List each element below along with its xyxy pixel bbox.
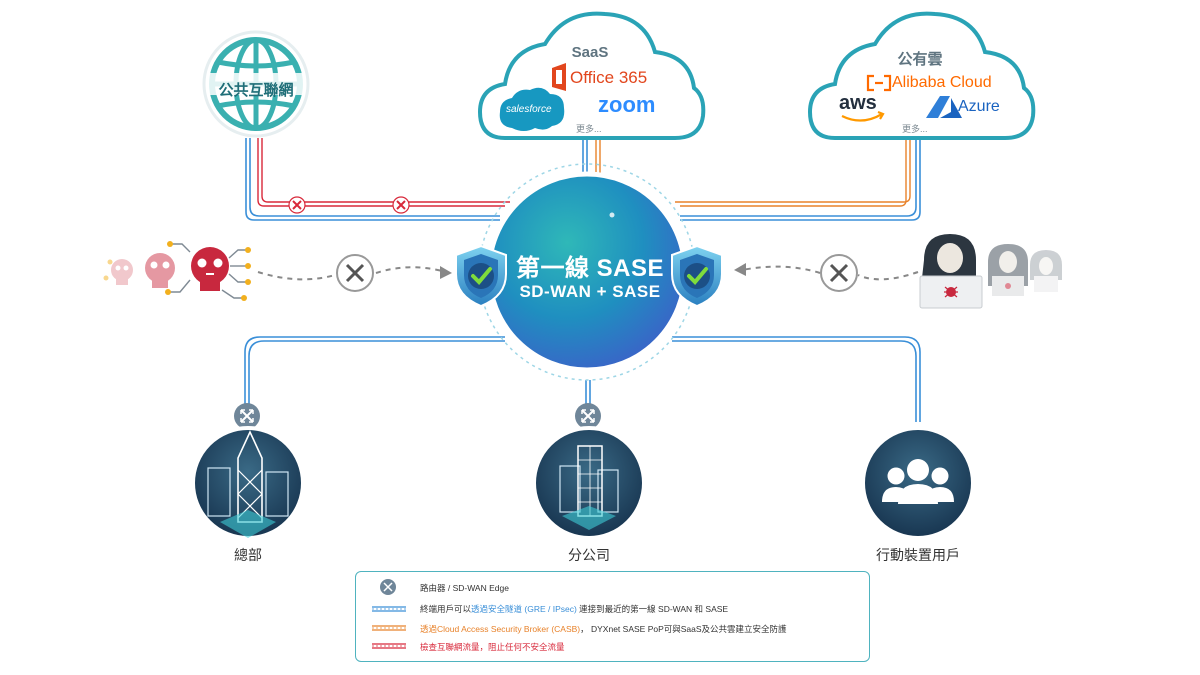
aws-smile-icon [841, 110, 885, 122]
sase-title: 第一線 SASE [515, 255, 665, 282]
globe-icon [202, 30, 310, 138]
block-icon [336, 254, 374, 292]
skull-icon [145, 253, 175, 288]
azure-label: Azure [958, 98, 1000, 115]
legend-blue-highlight: 透過安全隧道 (GRE / IPsec) [471, 604, 577, 614]
branch-label: 分公司 [568, 547, 610, 563]
hacker-icon [1030, 250, 1062, 292]
shield-check-icon [455, 244, 507, 308]
legend-orange-highlight: 透過Cloud Access Security Broker (CASB) [420, 624, 581, 634]
arrow-head-icon [440, 266, 452, 279]
branch-node [532, 426, 646, 540]
legend-blue-line [372, 606, 406, 612]
block-marker [392, 196, 410, 214]
public-cloud [807, 11, 1036, 140]
mobile-users-node [861, 426, 975, 540]
legend-orange-post: ， DYXnet SASE PoP可與SaaS及公共雲建立安全防護 [580, 624, 787, 634]
public-cloud-title: 公有雲 [897, 51, 943, 68]
block-icon [820, 254, 858, 292]
skull-icon [111, 259, 133, 285]
threat-arrow-left [257, 266, 447, 281]
legend-red-text: 檢查互聯網流量，阻止任何不安全流量 [420, 642, 565, 652]
saas-more: 更多... [576, 124, 602, 134]
aws-label: aws [839, 92, 877, 114]
router-icon [575, 403, 601, 429]
legend-router-text: 路由器 / SD-WAN Edge [420, 583, 509, 593]
office365-label: Office 365 [570, 68, 648, 87]
tunnel-lines-blue [244, 138, 921, 422]
alibaba-label: Alibaba Cloud [892, 74, 992, 91]
router-icon [234, 403, 260, 429]
circuit-nodes [103, 241, 251, 301]
salesforce-logo [499, 87, 565, 131]
legend-red-line [372, 643, 406, 649]
azure-icon [926, 96, 962, 118]
legend-blue-pre: 終端用戶可以 [420, 604, 472, 614]
internet-label: 公共互聯網 [218, 82, 294, 99]
office365-icon [552, 63, 566, 91]
mobile-users-label: 行動裝置用戶 [876, 547, 960, 563]
hq-label: 總部 [234, 547, 262, 563]
arrow-head-icon [734, 263, 746, 276]
legend-blue-post: 連接到最近的第一線 SD-WAN 和 SASE [576, 604, 729, 614]
legend: 路由器 / SD-WAN Edge 終端用戶可以透過安全隧道 (GRE / IP… [355, 571, 870, 662]
saas-title: SaaS [571, 44, 609, 61]
legend-orange-line [372, 625, 406, 631]
cloud-more: 更多... [902, 124, 928, 134]
circuit-lines [170, 243, 246, 299]
salesforce-label: salesforce [506, 104, 552, 115]
users-icon [882, 459, 954, 504]
threat-arrow-right [741, 265, 919, 281]
alibaba-icon [866, 74, 892, 92]
router-icon [380, 579, 396, 595]
legend-blue-text: 終端用戶可以透過安全隧道 (GRE / IPsec) 連接到最近的第一線 SD-… [420, 603, 728, 615]
tunnel-lines-blue-inner [246, 138, 919, 422]
hacker-icon [919, 234, 983, 309]
sase-subtitle: SD-WAN + SASE [519, 282, 661, 301]
legend-orange-text: 透過Cloud Access Security Broker (CASB)， D… [420, 623, 787, 635]
legend-symbols [372, 579, 406, 649]
block-marker [288, 196, 306, 214]
zoom-label: zoom [598, 92, 656, 117]
shield-check-icon [671, 244, 723, 308]
skull-icon [191, 247, 229, 291]
inspection-lines-red [257, 138, 510, 207]
hq-node [191, 426, 305, 540]
hacker-icon [988, 244, 1028, 296]
